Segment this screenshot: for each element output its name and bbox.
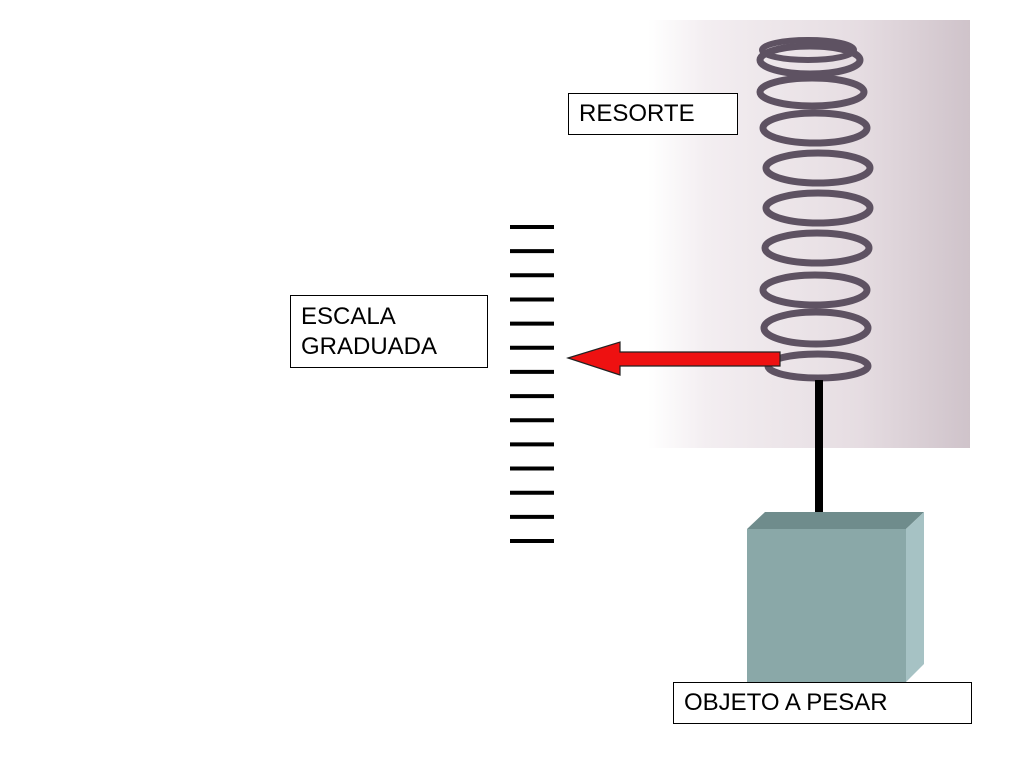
pointer-arrow-icon bbox=[566, 341, 781, 376]
weight-block-front bbox=[747, 529, 906, 682]
spring-coil bbox=[759, 109, 871, 147]
spring-coil bbox=[759, 37, 857, 63]
spring-coil bbox=[756, 74, 868, 110]
spring-coil bbox=[756, 42, 864, 78]
object-label: OBJETO A PESAR bbox=[673, 682, 972, 724]
scale-label-line-1: ESCALA bbox=[301, 303, 396, 330]
hanging-rod bbox=[815, 380, 823, 533]
spring-coil bbox=[762, 149, 874, 187]
spring-coil bbox=[761, 229, 873, 267]
weight-block-top bbox=[747, 512, 924, 529]
spring-coil bbox=[762, 189, 874, 227]
weight-block-side bbox=[906, 512, 924, 682]
weight-block-icon bbox=[747, 512, 924, 682]
scale-label-line-2: GRADUADA bbox=[301, 333, 438, 360]
scale-label: ESCALA GRADUADA bbox=[290, 295, 488, 368]
graduated-scale bbox=[510, 225, 554, 543]
spring-coil bbox=[759, 271, 871, 309]
spring-coil bbox=[760, 308, 872, 348]
spring-label: RESORTE bbox=[568, 93, 738, 135]
